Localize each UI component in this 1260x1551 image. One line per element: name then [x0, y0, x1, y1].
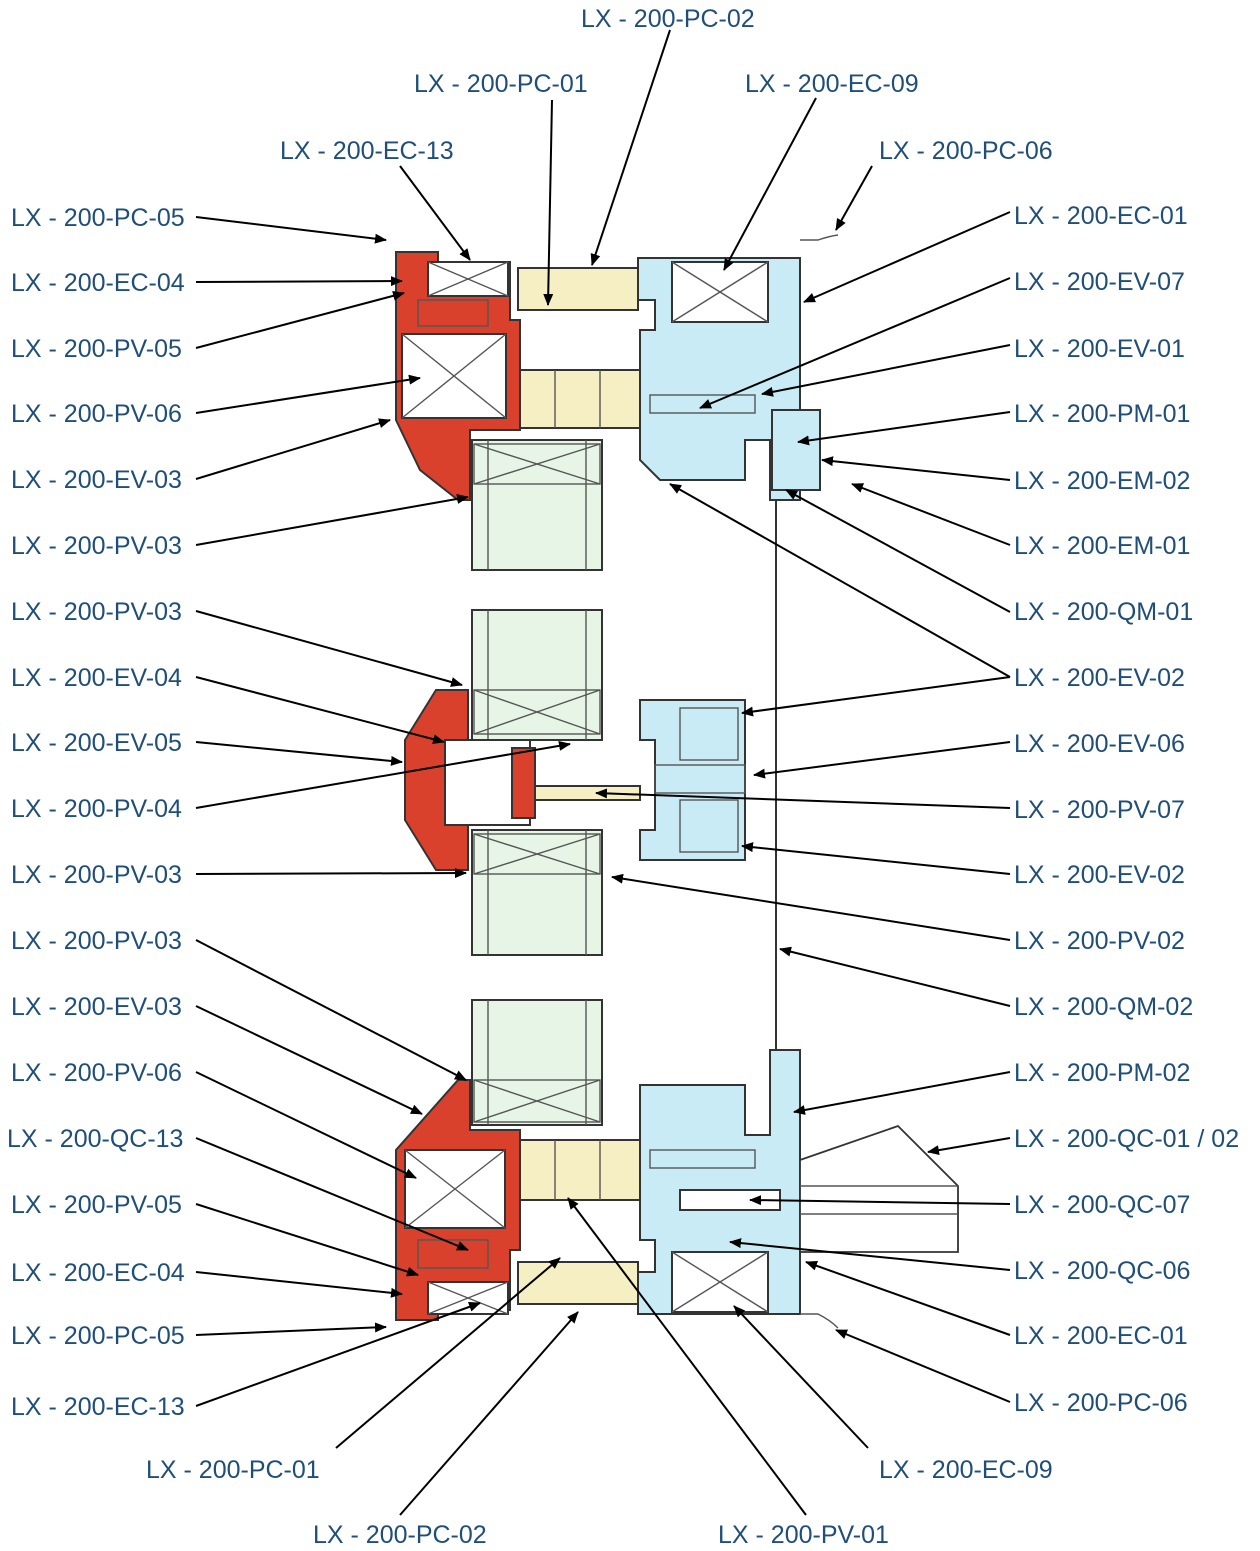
label-right-9: LX - 200-EV-06 — [1014, 730, 1185, 758]
label-left-2: LX - 200-EC-04 — [11, 269, 185, 297]
leader-lines — [195, 29, 1011, 1516]
label-right-5: LX - 200-EM-02 — [1014, 467, 1190, 495]
label-right-15: LX - 200-QC-01 / 02 — [1014, 1125, 1239, 1153]
label-left-1: LX - 200-PC-05 — [11, 204, 185, 232]
label-left-4: LX - 200-PV-06 — [11, 400, 182, 428]
label-left-14: LX - 200-PV-06 — [11, 1059, 182, 1087]
cream-profile-top — [517, 267, 639, 311]
label-left-8: LX - 200-EV-04 — [11, 664, 182, 692]
cream-profile-middle-top — [519, 369, 641, 429]
label-bottom-ec09: LX - 200-EC-09 — [879, 1456, 1053, 1484]
label-left-10: LX - 200-PV-04 — [11, 795, 182, 823]
blue-frame-middle — [639, 699, 746, 861]
label-right-4: LX - 200-PM-01 — [1014, 400, 1190, 428]
label-top-ec13: LX - 200-EC-13 — [280, 137, 454, 165]
cream-bar-middle — [534, 785, 641, 801]
label-top-ec09: LX - 200-EC-09 — [745, 70, 919, 98]
label-left-5: LX - 200-EV-03 — [11, 466, 182, 494]
label-top-pc02: LX - 200-PC-02 — [581, 5, 755, 33]
label-bottom-pv01: LX - 200-PV-01 — [718, 1521, 889, 1549]
label-right-19: LX - 200-PC-06 — [1014, 1389, 1188, 1417]
label-right-2: LX - 200-EV-07 — [1014, 268, 1185, 296]
middle-section — [404, 609, 746, 956]
profile-drawing — [395, 234, 959, 1329]
label-right-6: LX - 200-EM-01 — [1014, 532, 1190, 560]
label-right-3: LX - 200-EV-01 — [1014, 335, 1185, 363]
label-right-10: LX - 200-PV-07 — [1014, 796, 1185, 824]
label-right-11: LX - 200-EV-02 — [1014, 861, 1185, 889]
label-right-14: LX - 200-PM-02 — [1014, 1059, 1190, 1087]
label-top-pc01: LX - 200-PC-01 — [414, 70, 588, 98]
glass-pane-top — [471, 439, 603, 571]
label-left-7: LX - 200-PV-03 — [11, 598, 182, 626]
label-left-9: LX - 200-EV-05 — [11, 729, 182, 757]
label-left-17: LX - 200-EC-04 — [11, 1259, 185, 1287]
label-left-18: LX - 200-PC-05 — [11, 1322, 185, 1350]
label-right-1: LX - 200-EC-01 — [1014, 202, 1188, 230]
part-labels: LX - 200-PC-02 LX - 200-PC-01 LX - 200-E… — [7, 5, 1239, 1549]
label-right-16: LX - 200-QC-07 — [1014, 1191, 1190, 1219]
label-right-7: LX - 200-QM-01 — [1014, 598, 1193, 626]
glass-pane-middle-lower — [471, 829, 603, 956]
glass-pane-middle-upper — [471, 609, 603, 741]
label-left-13: LX - 200-EV-03 — [11, 993, 182, 1021]
label-right-13: LX - 200-QM-02 — [1014, 993, 1193, 1021]
label-left-16: LX - 200-PV-05 — [11, 1191, 182, 1219]
label-left-11: LX - 200-PV-03 — [11, 861, 182, 889]
handle-shape — [799, 1124, 959, 1253]
label-right-8: LX - 200-EV-02 — [1014, 664, 1185, 692]
label-left-3: LX - 200-PV-05 — [11, 335, 182, 363]
label-bottom-pc01: LX - 200-PC-01 — [146, 1456, 320, 1484]
label-top-pc06: LX - 200-PC-06 — [879, 137, 1053, 165]
label-left-15: LX - 200-QC-13 — [7, 1125, 183, 1153]
label-left-19: LX - 200-EC-13 — [11, 1393, 185, 1421]
label-left-6: LX - 200-PV-03 — [11, 532, 182, 560]
cream-profile-bottom-upper — [519, 1139, 641, 1201]
label-right-17: LX - 200-QC-06 — [1014, 1257, 1190, 1285]
label-right-18: LX - 200-EC-01 — [1014, 1322, 1188, 1350]
glass-pane-bottom — [471, 999, 603, 1126]
label-left-12: LX - 200-PV-03 — [11, 927, 182, 955]
label-right-12: LX - 200-PV-02 — [1014, 927, 1185, 955]
bottom-section — [395, 999, 959, 1329]
cream-profile-bottom-lower — [517, 1261, 639, 1305]
top-section — [395, 234, 839, 571]
label-bottom-pc02: LX - 200-PC-02 — [313, 1521, 487, 1549]
